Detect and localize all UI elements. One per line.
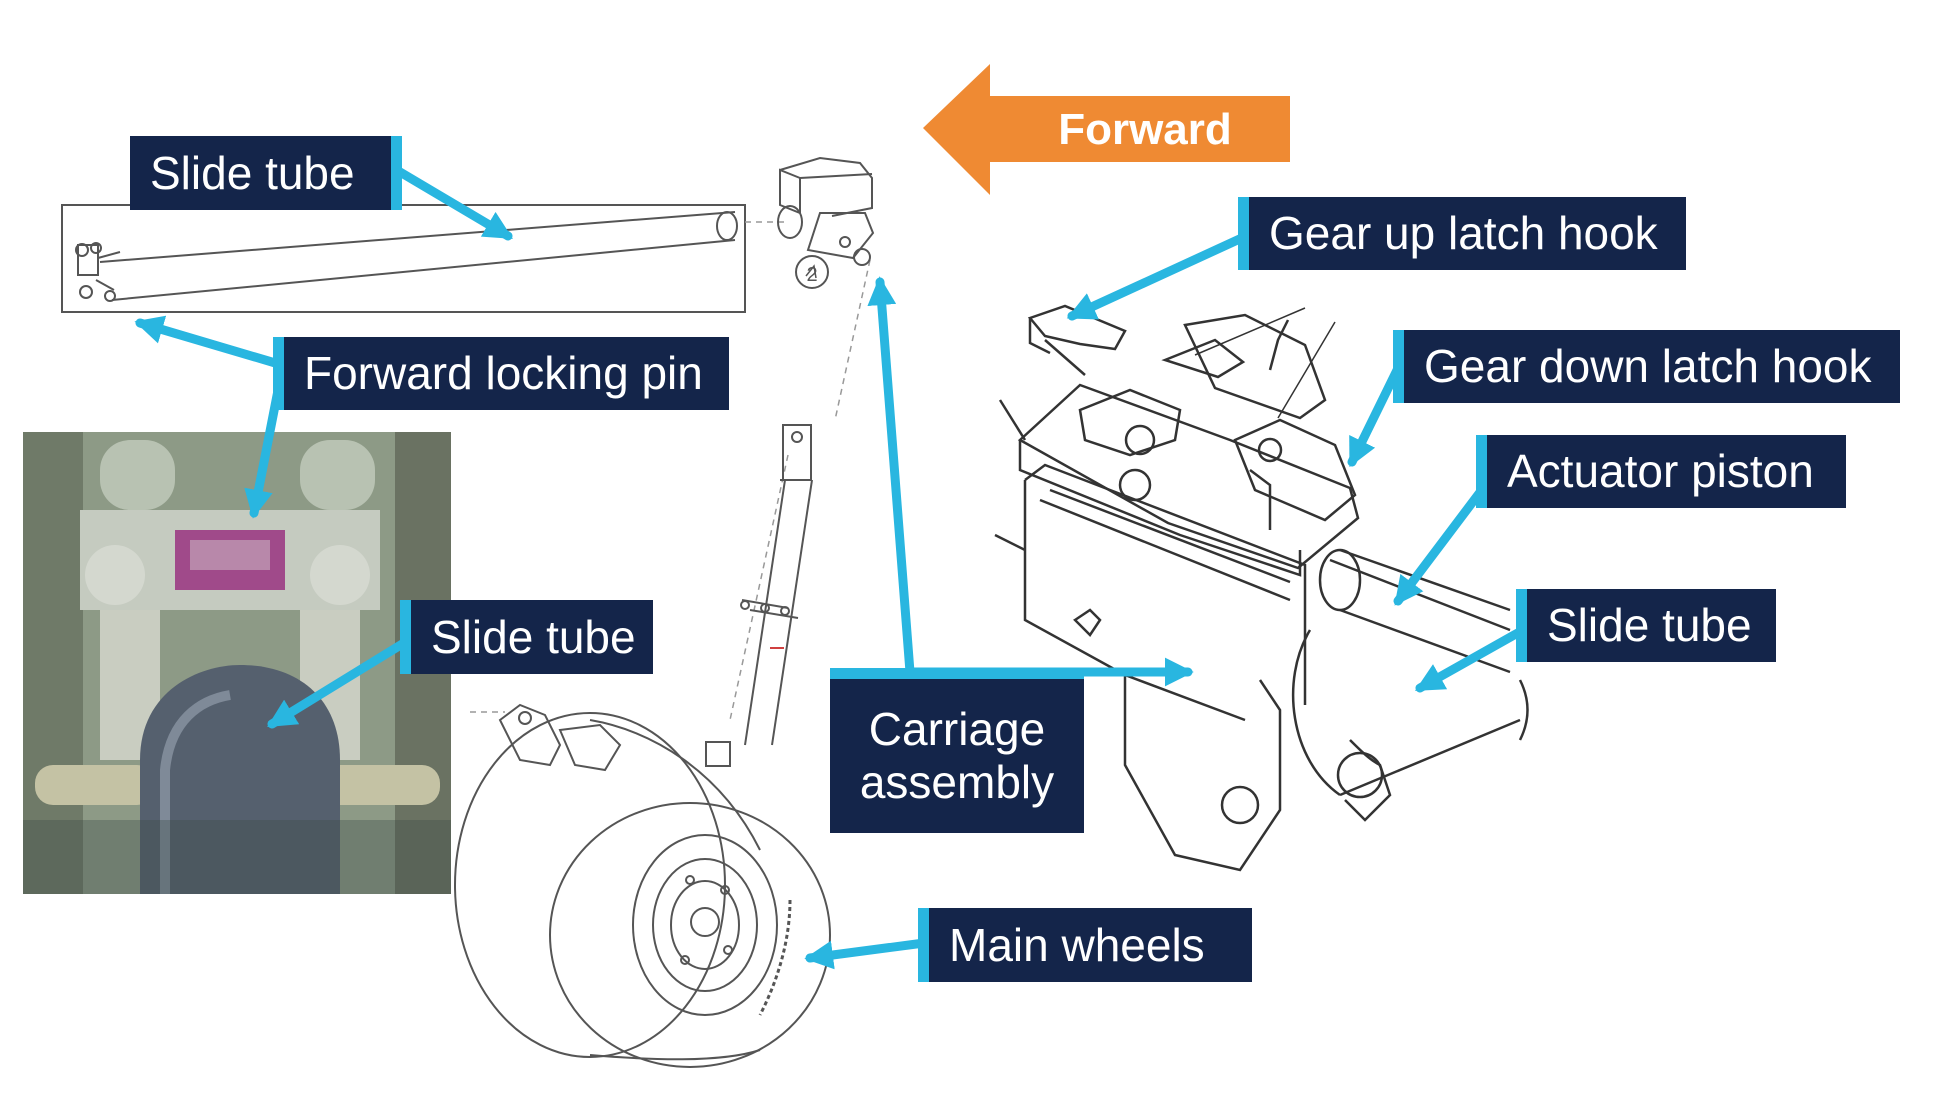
forward-direction-label: Forward bbox=[1058, 105, 1232, 154]
label-pointer-arrows bbox=[134, 167, 1528, 970]
label-carriage-assembly: Carriage assembly bbox=[830, 668, 1084, 833]
main-wheels-drawing bbox=[454, 703, 831, 1068]
slide-tube-drawing bbox=[61, 204, 746, 313]
forward-arrow bbox=[923, 64, 1290, 195]
label-actuator-piston: Actuator piston bbox=[1476, 435, 1846, 508]
label-slide-tube-photo: Slide tube bbox=[400, 600, 653, 674]
latch-bracket-drawing bbox=[777, 156, 875, 289]
label-main-wheels: Main wheels bbox=[918, 908, 1252, 982]
locking-pin-photo bbox=[23, 432, 451, 894]
gear-strut-drawing bbox=[705, 424, 813, 767]
carriage-wires bbox=[1194, 307, 1336, 419]
label-gear-up-latch-hook: Gear up latch hook bbox=[1238, 197, 1686, 270]
carriage-assembly-drawing bbox=[994, 304, 1529, 872]
part-number-label: 2 bbox=[806, 264, 817, 286]
label-forward-locking-pin: Forward locking pin bbox=[273, 337, 729, 410]
label-gear-down-latch-hook: Gear down latch hook bbox=[1393, 330, 1900, 403]
label-slide-tube-right: Slide tube bbox=[1516, 589, 1776, 662]
label-slide-tube-top: Slide tube bbox=[130, 136, 402, 210]
